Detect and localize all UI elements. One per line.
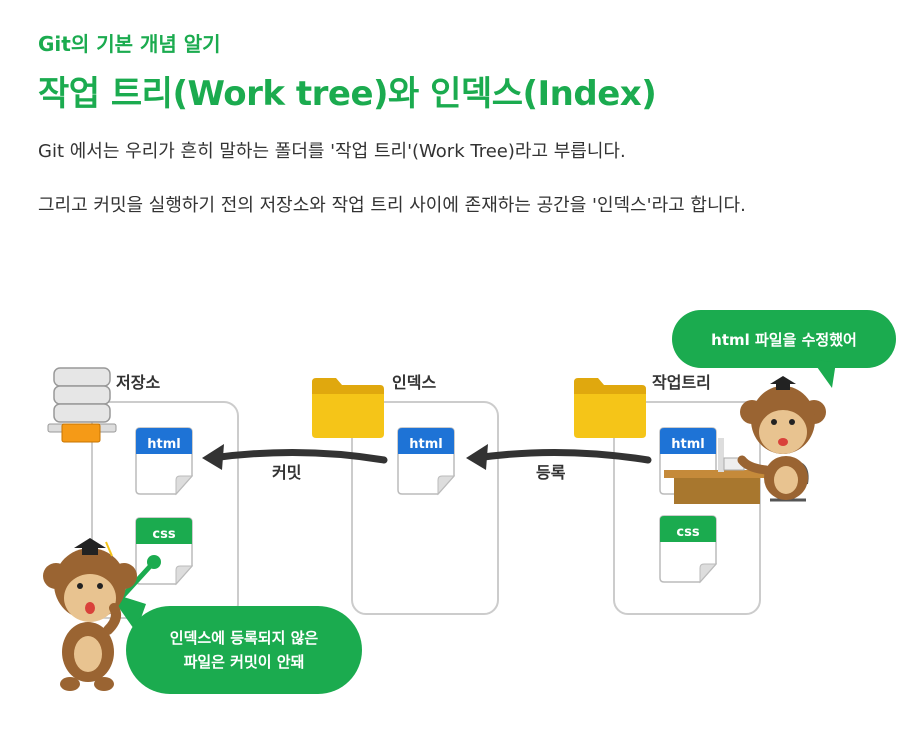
server-icon xyxy=(48,368,116,442)
repository-label: 저장소 xyxy=(116,373,160,392)
repository-css-file-label: css xyxy=(152,527,175,542)
index-html-file-label: html xyxy=(409,437,442,452)
commit-label: 커밋 xyxy=(272,463,301,482)
index-folder-icon xyxy=(312,378,384,438)
index-label: 인덱스 xyxy=(392,373,436,392)
worktree-label: 작업트리 xyxy=(652,373,711,392)
worktree-folder-icon xyxy=(574,378,646,438)
speech-bubble-bottom-line2: 파일은 커밋이 안돼 xyxy=(184,653,305,671)
worktree-css-file-label: css xyxy=(676,525,699,540)
add-label: 등록 xyxy=(536,463,566,482)
worktree-html-file-label: html xyxy=(671,437,704,452)
repository-html-file-label: html xyxy=(147,437,180,452)
speech-bubble-top-text: html 파일을 수정했어 xyxy=(711,331,857,349)
speech-bubble-bottom-line1: 인덱스에 등록되지 않은 xyxy=(170,629,319,647)
